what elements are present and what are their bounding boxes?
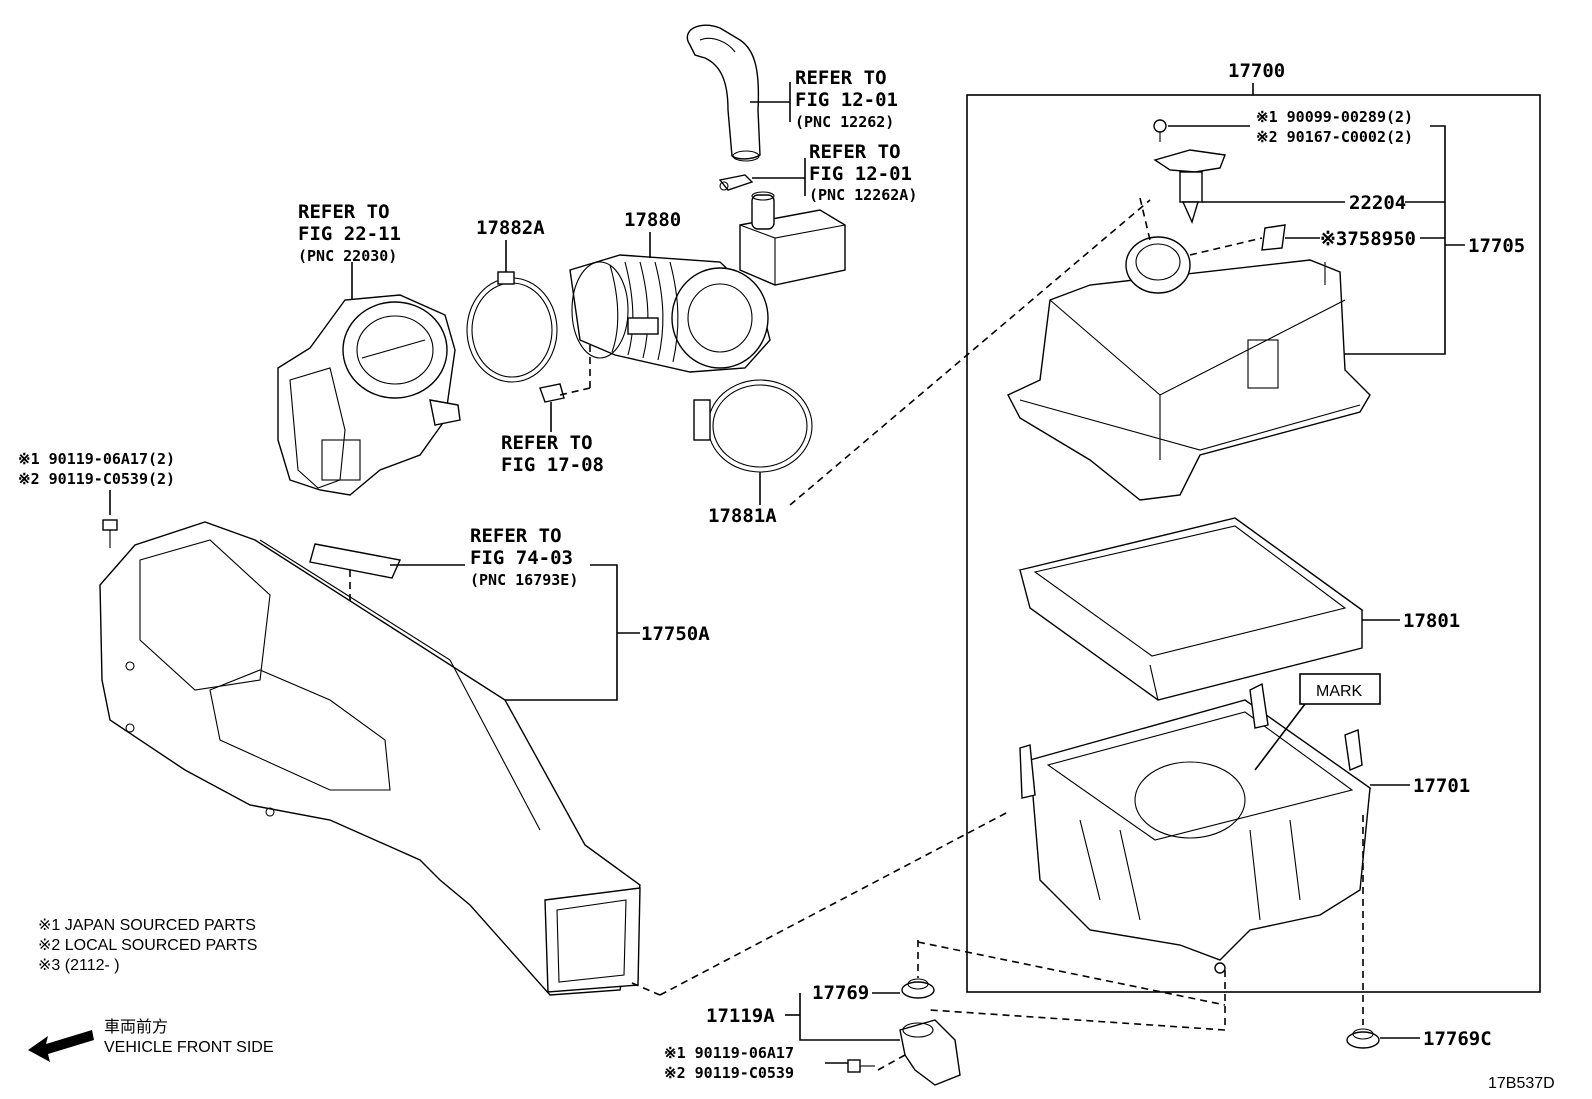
label-17701[interactable]: 17701 (1413, 775, 1470, 797)
label-17880[interactable]: 17880 (624, 209, 681, 231)
label-17882a[interactable]: 17882A (476, 217, 545, 239)
label-17881a[interactable]: 17881A (708, 505, 777, 527)
label-17801[interactable]: 17801 (1403, 610, 1460, 632)
airflow-sensor-22204-drawing (1153, 149, 1226, 224)
label-758950[interactable]: ※3758950 (1320, 228, 1416, 250)
air-filter-17801-drawing (1018, 517, 1364, 701)
ref-hose-line1: REFER TO (795, 67, 887, 89)
ref-7403-line1: REFER TO (470, 525, 562, 547)
grommet-17769c-drawing (1346, 1028, 1380, 1049)
bracket-17119a-drawing (899, 1019, 961, 1086)
clamp-17881a-drawing (693, 379, 813, 473)
legend-local-sourced: ※2 LOCAL SOURCED PARTS (38, 937, 257, 954)
hose-clip-drawing (718, 174, 754, 191)
bolt-bottom-drawing (847, 1059, 875, 1073)
ref-1708-line2: FIG 17-08 (501, 454, 604, 476)
label-17705[interactable]: 17705 (1468, 235, 1525, 257)
ref-throttle-line3: (PNC 22030) (298, 247, 397, 265)
bolt-top-2: ※2 90167-C0002(2) (1256, 128, 1413, 146)
vent-hose-drawing (686, 24, 761, 162)
info-label-drawing (1261, 224, 1286, 251)
label-17119a[interactable]: 17119A (706, 1005, 775, 1027)
ref-1708-line1: REFER TO (501, 432, 593, 454)
ref-clip-line3: (PNC 12262A) (809, 186, 917, 204)
clamp-17882a-drawing (466, 271, 558, 383)
air-cleaner-case-17701-drawing (1019, 682, 1372, 974)
pcv-pipe-drawing (539, 383, 565, 403)
bolt-left-drawing (102, 519, 118, 548)
mark-box (1299, 673, 1381, 705)
ref-clip-line1: REFER TO (809, 141, 901, 163)
ref-clip-line2: FIG 12-01 (809, 163, 912, 185)
air-cleaner-cap-drawing (1007, 236, 1371, 501)
throttle-body-drawing (277, 294, 461, 496)
front-arrow-icon (28, 1030, 94, 1062)
bolt-left-2: ※2 90119-C0539(2) (18, 470, 175, 488)
ref-throttle-line1: REFER TO (298, 201, 390, 223)
bolt-left-1: ※1 90119-06A17(2) (18, 450, 175, 468)
ref-hose-line2: FIG 12-01 (795, 89, 898, 111)
ref-throttle-line2: FIG 22-11 (298, 223, 401, 245)
bolt-top-1: ※1 90099-00289(2) (1256, 108, 1413, 126)
label-17700[interactable]: 17700 (1228, 60, 1285, 82)
legend-date-range: ※3 (2112- ) (38, 957, 120, 974)
bolt-top-drawing (1153, 119, 1167, 142)
label-mark[interactable]: MARK (1316, 683, 1363, 700)
bolt-bottom-2: ※2 90119-C0539 (664, 1064, 794, 1082)
label-17750a[interactable]: 17750A (641, 623, 710, 645)
direction-en: VEHICLE FRONT SIDE (104, 1039, 274, 1056)
label-17769c[interactable]: 17769C (1423, 1028, 1492, 1050)
intake-hose-17880-drawing (569, 254, 771, 373)
direction-jp: 車両前方 (104, 1018, 168, 1036)
diagram-id: 17B537D (1488, 1075, 1555, 1092)
label-17769[interactable]: 17769 (812, 982, 869, 1004)
ref-7403-line2: FIG 74-03 (470, 547, 573, 569)
grommet-17769-drawing (901, 978, 935, 999)
duct-label-drawing (309, 543, 401, 579)
bolt-bottom-1: ※1 90119-06A17 (664, 1044, 794, 1062)
ref-hose-line3: (PNC 12262) (795, 113, 894, 131)
resonator-drawing (739, 191, 846, 286)
inlet-duct-17750a-drawing (99, 521, 641, 996)
legend-japan-sourced: ※1 JAPAN SOURCED PARTS (38, 917, 256, 934)
label-22204[interactable]: 22204 (1349, 192, 1406, 214)
ref-7403-line3: (PNC 16793E) (470, 571, 578, 589)
